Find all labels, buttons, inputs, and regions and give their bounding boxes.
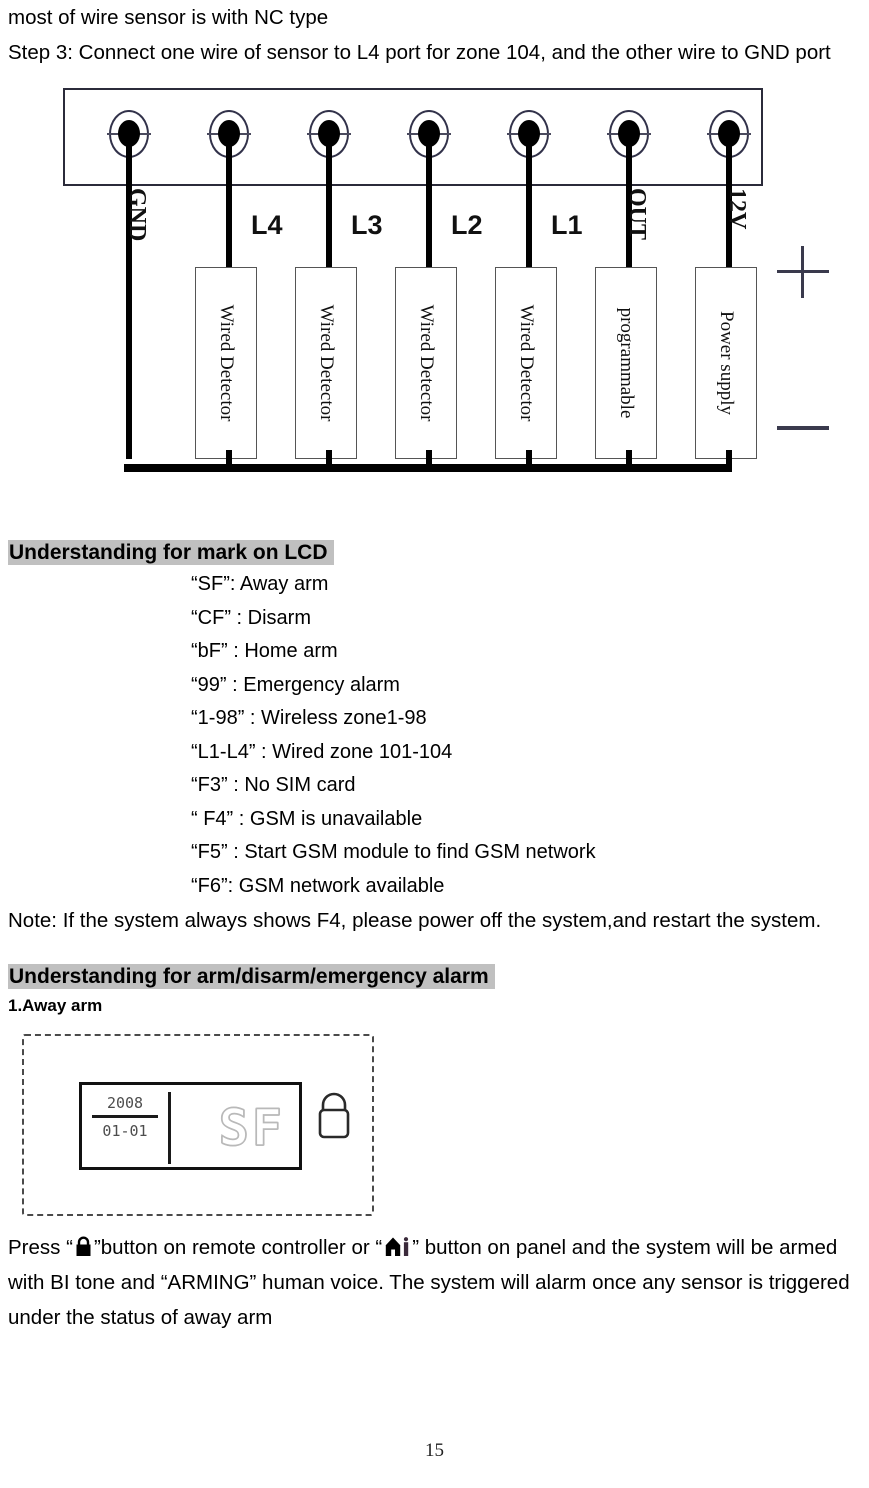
- device-box-wired-detector-l1: Wired Detector: [495, 267, 557, 459]
- wire-return-l1: [526, 450, 532, 472]
- wire-gnd: [126, 144, 132, 459]
- lcd-marks-heading-text: Understanding for mark on LCD: [8, 540, 334, 565]
- wire-l2: [426, 144, 432, 267]
- wire-return-l4: [226, 450, 232, 472]
- intro-line-1: most of wire sensor is with NC type: [8, 6, 329, 29]
- padlock-solid-icon: [76, 1236, 91, 1256]
- port-label-l3: L3: [351, 210, 383, 240]
- away-arm-subheading: 1.Away arm: [8, 996, 103, 1015]
- terminal-contact-icon: [218, 120, 240, 147]
- terminal-contact-icon: [718, 120, 740, 147]
- port-label-gnd: GND: [124, 188, 150, 242]
- wire-12v: [726, 144, 732, 267]
- device-label: Wired Detector: [416, 304, 437, 422]
- list-item: “F5” : Start GSM module to find GSM netw…: [191, 841, 596, 863]
- port-label-l2: L2: [451, 210, 483, 240]
- list-item: “SF”: Away arm: [191, 573, 329, 595]
- port-label-l4: L4: [251, 210, 283, 240]
- arm-section-heading: Understanding for arm/disarm/emergency a…: [8, 962, 861, 992]
- description-pre: Press “: [8, 1236, 73, 1259]
- list-item: “bF” : Home arm: [191, 640, 338, 662]
- common-ground-bus: [124, 464, 732, 472]
- terminal-contact-icon: [118, 120, 140, 147]
- lcd-marks-list: “SF”: Away arm “CF” : Disarm “bF” : Home…: [8, 568, 861, 903]
- list-item: “1-98” : Wireless zone1-98: [191, 707, 427, 729]
- device-box-wired-detector-l2: Wired Detector: [395, 267, 457, 459]
- page-number: 15: [425, 1440, 444, 1461]
- device-label: Power supply: [716, 311, 737, 415]
- terminal-contact-icon: [418, 120, 440, 147]
- terminal-contact-icon: [518, 120, 540, 147]
- lcd-marks-note: Note: If the system always shows F4, ple…: [8, 909, 822, 932]
- port-label-12v: 12V: [724, 188, 750, 230]
- device-box-programmable: programmable: [595, 267, 657, 459]
- padlock-outline-icon: [318, 1092, 350, 1139]
- device-label: Wired Detector: [516, 304, 537, 422]
- list-item: “99” : Emergency alarm: [191, 673, 400, 696]
- lcd-year: 2008: [106, 1094, 144, 1112]
- wire-return-l2: [426, 450, 432, 472]
- house-person-icon: [385, 1237, 409, 1256]
- list-item: “F6”: GSM network available: [191, 874, 445, 897]
- list-item: “F3” : No SIM card: [191, 774, 356, 796]
- port-label-l1: L1: [551, 210, 583, 240]
- wire-out: [626, 144, 632, 267]
- lcd-screen: 2008 01-01 SF: [79, 1082, 302, 1170]
- device-box-wired-detector-l4: Wired Detector: [195, 267, 257, 459]
- device-label: Wired Detector: [316, 304, 337, 422]
- list-item: “ F4” : GSM is unavailable: [191, 807, 423, 830]
- wire-return-out: [626, 450, 632, 472]
- device-label: Wired Detector: [216, 304, 237, 422]
- lcd-date-block: 2008 01-01: [92, 1093, 158, 1141]
- wire-l3: [326, 144, 332, 267]
- device-box-wired-detector-l3: Wired Detector: [295, 267, 357, 459]
- lcd-marks-heading: Understanding for mark on LCD: [8, 538, 861, 568]
- description-mid: ”button on remote controller or “: [93, 1236, 383, 1259]
- wire-return-12v: [726, 450, 732, 472]
- device-box-power-supply: Power supply: [695, 267, 757, 459]
- lcd-vertical-divider: [168, 1092, 171, 1164]
- lcd-date-rule: [92, 1115, 158, 1118]
- terminal-contact-icon: [618, 120, 640, 147]
- list-item: “L1-L4” : Wired zone 101-104: [191, 740, 453, 763]
- intro-line-2: Step 3: Connect one wire of sensor to L4…: [8, 41, 831, 64]
- wiring-diagram: GND L4 L3 L2 L1 OUT 12V Wired Detector W…: [55, 84, 855, 514]
- wire-l4: [226, 144, 232, 267]
- device-label: programmable: [616, 307, 637, 419]
- terminal-contact-icon: [318, 120, 340, 147]
- wire-return-l3: [326, 450, 332, 472]
- lcd-monthday: 01-01: [102, 1122, 148, 1140]
- list-item: “CF” : Disarm: [191, 606, 311, 629]
- lcd-display-illustration: 2008 01-01 SF: [22, 1034, 374, 1216]
- port-label-out: OUT: [624, 188, 650, 241]
- wire-l1: [526, 144, 532, 267]
- description-post: ” button on panel and the system will be…: [8, 1236, 850, 1329]
- lcd-status-code: SF: [218, 1098, 285, 1158]
- polarity-plus-icon: [777, 246, 829, 298]
- away-arm-description: Press “ ”button on remote controller or …: [8, 1230, 861, 1335]
- arm-section-heading-text: Understanding for arm/disarm/emergency a…: [8, 964, 495, 989]
- terminal-screw-12v: [707, 110, 751, 160]
- polarity-minus-icon: [777, 426, 829, 434]
